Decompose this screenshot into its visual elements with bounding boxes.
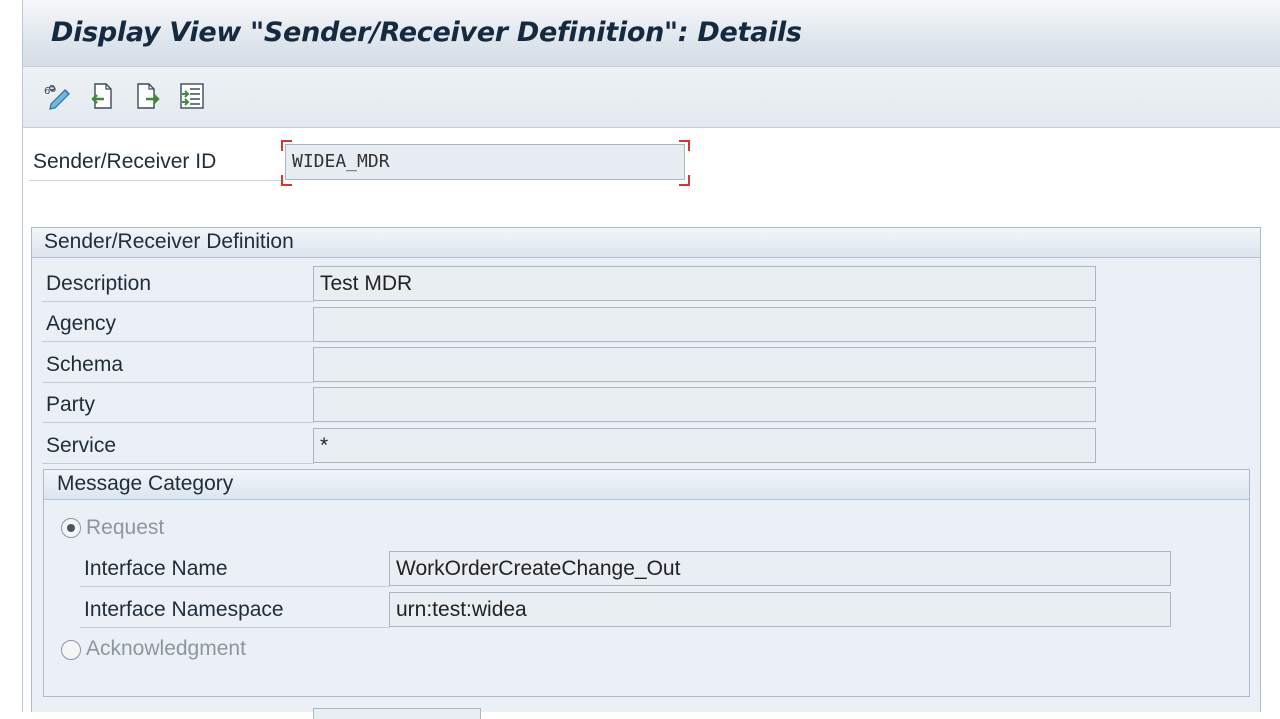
acknowledgment-radio-label: Acknowledgment [86, 637, 246, 660]
interface-namespace-field[interactable]: urn:test:widea [389, 592, 1171, 627]
next-entry-button[interactable] [133, 81, 163, 111]
previous-entry-button[interactable] [87, 81, 117, 111]
title-bar: Display View "Sender/Receiver Definition… [23, 0, 1280, 67]
svg-text:ə: ə [50, 84, 56, 95]
previous-entry-icon [91, 83, 112, 109]
sender-receiver-id-label: Sender/Receiver ID [33, 150, 217, 173]
interface-name-label: Interface Name [84, 557, 228, 580]
interface-name-field[interactable]: WorkOrderCreateChange_Out [389, 551, 1171, 586]
variable-list-icon [180, 83, 204, 109]
sender-receiver-definition-group: Sender/Receiver Definition Description T… [31, 227, 1261, 712]
agency-label: Agency [46, 312, 117, 335]
svg-text:6: 6 [44, 86, 50, 97]
radio-selected-dot [67, 524, 75, 532]
page-title: Display View "Sender/Receiver Definition… [51, 17, 802, 48]
party-label: Party [46, 393, 96, 416]
schema-field[interactable] [313, 347, 1096, 382]
agency-field[interactable] [313, 307, 1096, 342]
display-change-button[interactable]: 6 ə [43, 81, 73, 111]
description-field[interactable]: Test MDR [313, 266, 1096, 301]
subgroup-title: Message Category [44, 470, 1249, 500]
display-change-icon: 6 ə [44, 84, 70, 110]
application-toolbar: 6 ə [23, 67, 1280, 128]
description-label: Description [46, 272, 152, 295]
message-category-group: Message Category Request Interface Name … [43, 469, 1250, 697]
acknowledgment-radio[interactable] [61, 640, 81, 660]
party-field[interactable] [313, 387, 1096, 422]
label-divider [29, 180, 284, 181]
variable-list-button[interactable] [177, 81, 207, 111]
schema-label: Schema [46, 353, 124, 376]
label-divider [42, 341, 314, 342]
group-title: Sender/Receiver Definition [32, 228, 1260, 258]
label-divider [80, 627, 390, 628]
label-divider [42, 422, 314, 423]
focus-corner [679, 140, 690, 151]
focus-corner [281, 140, 292, 151]
next-row-field-edge [313, 708, 481, 719]
next-entry-icon [137, 83, 160, 109]
label-divider [42, 301, 314, 302]
label-divider [80, 586, 390, 587]
content-area: Sender/Receiver ID WIDEA_MDR Sender/Rece… [23, 128, 1280, 719]
focus-corner [679, 175, 690, 186]
label-divider [42, 382, 314, 383]
sender-receiver-id-field[interactable]: WIDEA_MDR [285, 144, 685, 180]
request-radio-label: Request [86, 516, 165, 539]
interface-namespace-label: Interface Namespace [84, 598, 284, 621]
service-label: Service [46, 434, 117, 457]
focus-corner [281, 175, 292, 186]
service-field[interactable]: * [313, 428, 1096, 463]
request-radio[interactable] [61, 518, 81, 538]
label-divider [42, 463, 314, 464]
sap-window: Display View "Sender/Receiver Definition… [22, 0, 1280, 719]
